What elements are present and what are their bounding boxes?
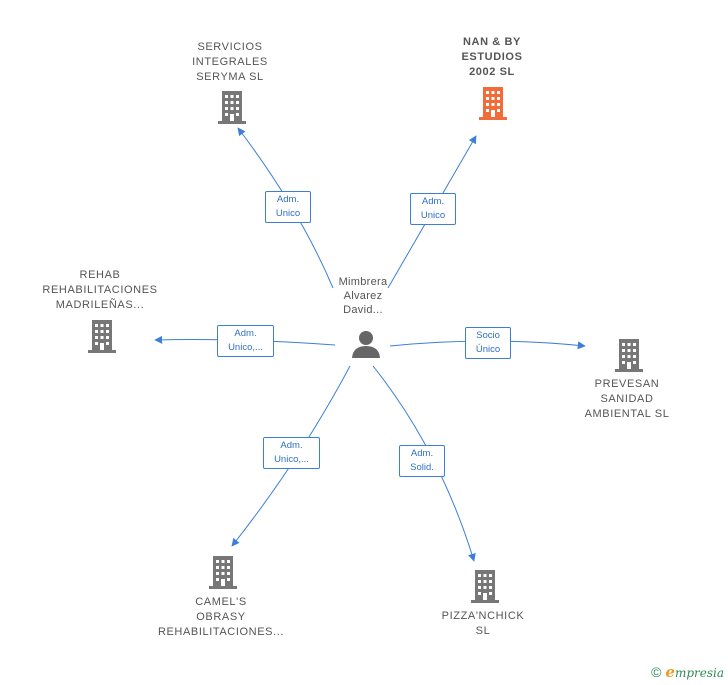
building-icon[interactable] — [613, 337, 645, 373]
building-icon[interactable] — [469, 568, 501, 604]
company-label[interactable]: PIZZA'NCHICK SL — [441, 610, 525, 637]
company-label[interactable]: SERVICIOS INTEGRALES SERYMA SL — [192, 41, 268, 83]
person-label[interactable]: Mimbrera Alvarez David... — [338, 276, 388, 316]
building-icon[interactable] — [216, 89, 248, 125]
company-node-pizza[interactable]: PIZZA'NCHICK SL — [418, 609, 548, 639]
building-icon[interactable] — [477, 85, 509, 121]
company-label[interactable]: REHAB REHABILITACIONES MADRILEÑAS... — [42, 269, 158, 311]
company-node-prevesan[interactable]: PREVESAN SANIDAD AMBIENTAL SL — [562, 377, 692, 422]
relation-label-nan[interactable]: Adm. Unico — [410, 193, 456, 225]
brand-initial: e — [665, 663, 675, 681]
building-icon[interactable] — [86, 318, 118, 354]
person-icon[interactable] — [350, 329, 382, 359]
building-icon[interactable] — [207, 554, 239, 590]
copyright-symbol: © — [651, 664, 662, 680]
brand-name: mpresia — [674, 666, 724, 680]
relation-label-servicios[interactable]: Adm. Unico — [265, 191, 311, 223]
company-node-camel[interactable]: CAMEL'S OBRASY REHABILITACIONES... — [150, 595, 292, 640]
relation-label-prevesan[interactable]: Socio Único — [465, 327, 511, 359]
company-label[interactable]: PREVESAN SANIDAD AMBIENTAL SL — [584, 378, 670, 420]
company-label[interactable]: NAN & BY ESTUDIOS 2002 SL — [461, 36, 523, 78]
brand-logo[interactable]: empresia — [665, 663, 724, 681]
company-node-servicios[interactable]: SERVICIOS INTEGRALES SERYMA SL — [163, 40, 297, 85]
footer-brand[interactable]: © empresia — [651, 663, 724, 681]
company-node-nan[interactable]: NAN & BY ESTUDIOS 2002 SL — [425, 35, 559, 80]
relation-label-pizza[interactable]: Adm. Solid. — [399, 445, 445, 477]
company-label[interactable]: CAMEL'S OBRASY REHABILITACIONES... — [157, 596, 285, 638]
relation-label-rehab[interactable]: Adm. Unico,... — [217, 325, 274, 357]
company-node-rehab[interactable]: REHAB REHABILITACIONES MADRILEÑAS... — [30, 268, 170, 313]
relation-label-camel[interactable]: Adm. Unico,... — [263, 437, 320, 469]
